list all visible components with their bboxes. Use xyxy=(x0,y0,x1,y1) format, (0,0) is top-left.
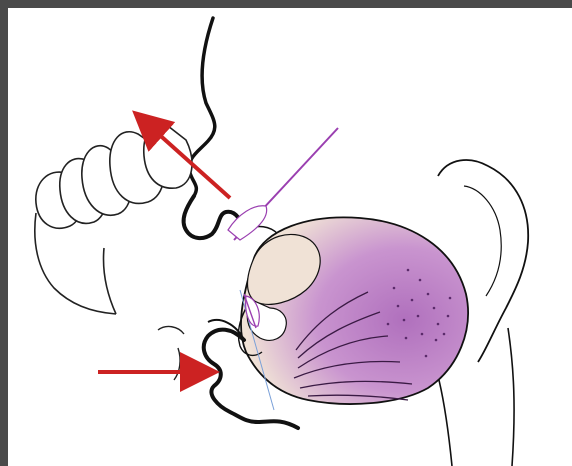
illustration-panel xyxy=(8,8,572,466)
oral-anatomy-diagram xyxy=(8,8,572,466)
